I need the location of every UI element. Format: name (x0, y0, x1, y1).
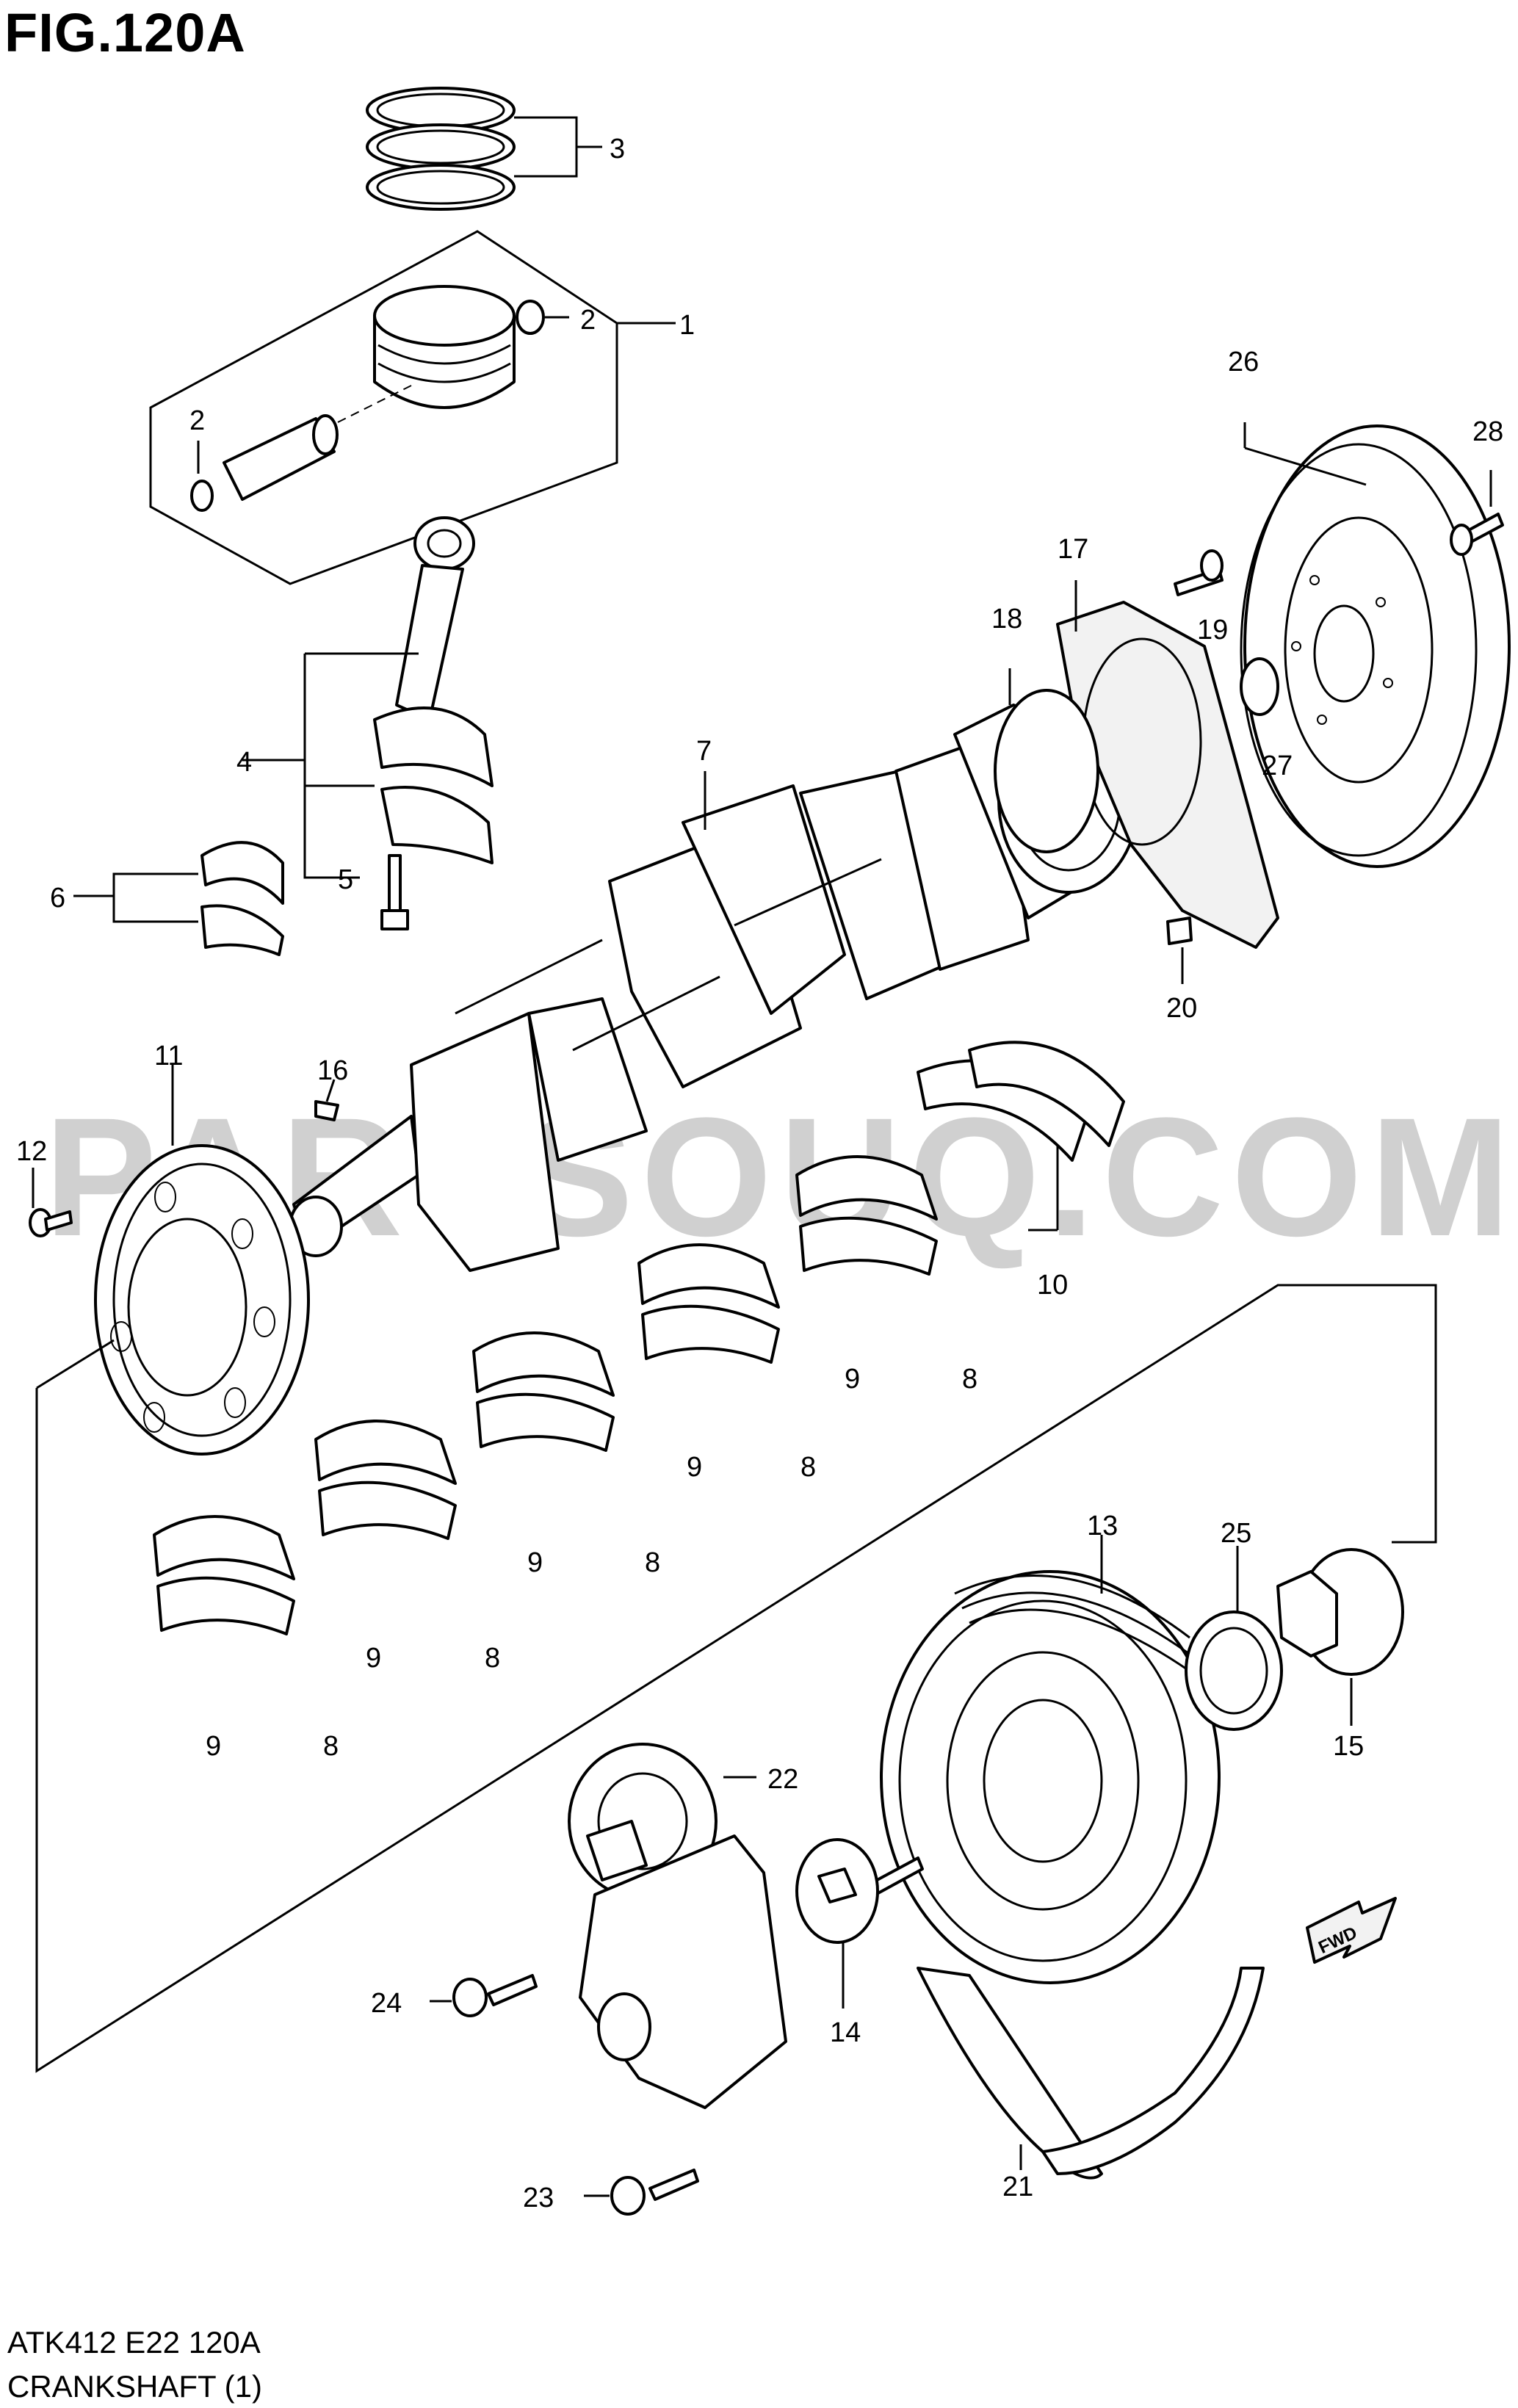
flywheel-bolt[interactable] (1450, 513, 1504, 556)
callout-7: 7 (696, 736, 712, 767)
callout-1: 1 (679, 310, 695, 341)
piston-rings[interactable] (366, 87, 516, 211)
callout-8c: 8 (645, 1547, 660, 1578)
housing-bolt[interactable] (1174, 549, 1224, 596)
callout-9c: 9 (527, 1547, 543, 1578)
figure-title: FIG.120A (4, 2, 246, 63)
callout-21: 21 (1002, 2172, 1033, 2202)
callout-27: 27 (1262, 751, 1293, 781)
callout-20: 20 (1166, 993, 1197, 1024)
callout-11: 11 (154, 1041, 183, 1071)
drive-belt[interactable] (917, 1967, 1265, 2180)
dowel-pin[interactable] (1166, 916, 1193, 945)
figure-name: CRANKSHAFT (1) (7, 2369, 262, 2404)
piston[interactable] (373, 285, 516, 409)
callout-17: 17 (1058, 534, 1088, 565)
callout-28: 28 (1472, 416, 1503, 447)
piston-pin[interactable] (223, 414, 339, 501)
callout-26: 26 (1228, 347, 1259, 377)
callout-8b: 8 (800, 1452, 816, 1483)
callout-9a: 9 (845, 1364, 860, 1395)
callout-9d: 9 (366, 1643, 381, 1674)
callout-3: 3 (610, 134, 625, 164)
callout-19: 19 (1197, 615, 1228, 646)
main-bearing-2[interactable] (314, 1420, 457, 1540)
crank-timing-sprocket[interactable] (1276, 1548, 1404, 1676)
belt-tensioner[interactable] (568, 1743, 787, 2109)
rod-bearing[interactable] (200, 841, 284, 956)
crank-sensor-plate[interactable] (94, 1144, 310, 1456)
thrust-washers[interactable] (917, 1041, 1125, 1162)
callout-15: 15 (1333, 1731, 1364, 1762)
callout-8e: 8 (323, 1731, 339, 1762)
main-bearing-5[interactable] (795, 1155, 938, 1276)
main-bearing-4[interactable] (637, 1243, 780, 1364)
crank-pulley[interactable] (880, 1570, 1221, 1984)
callout-23: 23 (523, 2183, 554, 2213)
callout-9b: 9 (687, 1452, 702, 1483)
callout-4: 4 (236, 747, 252, 778)
pulley-group-outline (35, 1284, 1437, 2073)
connecting-rod[interactable] (373, 516, 494, 864)
pilot-bearing[interactable] (1240, 657, 1279, 716)
callout-10: 10 (1037, 1270, 1068, 1301)
callout-13: 13 (1087, 1511, 1118, 1541)
callout-2b: 2 (189, 405, 205, 436)
figure-code: ATK412 E22 120A (7, 2325, 261, 2360)
callout-18: 18 (991, 604, 1022, 634)
callout-8a: 8 (962, 1364, 977, 1395)
callout-6: 6 (50, 883, 65, 914)
flywheel[interactable] (1240, 424, 1511, 868)
piston-assembly-outline (149, 230, 618, 585)
circlip-left[interactable] (190, 480, 214, 512)
crank-seal[interactable] (1185, 1610, 1283, 1731)
callout-25: 25 (1221, 1518, 1251, 1549)
main-bearing-3[interactable] (472, 1331, 615, 1452)
callout-14: 14 (830, 2017, 861, 2048)
tensioner-bolt-lower[interactable] (610, 2169, 699, 2216)
callout-22: 22 (767, 1764, 798, 1795)
callout-24: 24 (371, 1988, 402, 2019)
forward-direction-marker (1306, 1897, 1397, 1964)
pulley-bolt[interactable] (795, 1838, 924, 1944)
oil-seal[interactable] (994, 689, 1099, 853)
callout-8d: 8 (485, 1643, 500, 1674)
crankshaft-key[interactable] (314, 1100, 339, 1121)
callout-2a: 2 (580, 305, 596, 336)
circlip-right[interactable] (516, 300, 545, 335)
callout-5: 5 (338, 864, 353, 895)
callout-16: 16 (317, 1055, 348, 1086)
tensioner-bolt-upper[interactable] (452, 1974, 538, 2017)
rod-bolt[interactable] (380, 854, 409, 930)
callout-12: 12 (16, 1136, 47, 1167)
plate-screw[interactable] (29, 1208, 73, 1237)
callout-9e: 9 (206, 1731, 221, 1762)
main-bearing-1[interactable] (153, 1515, 295, 1635)
